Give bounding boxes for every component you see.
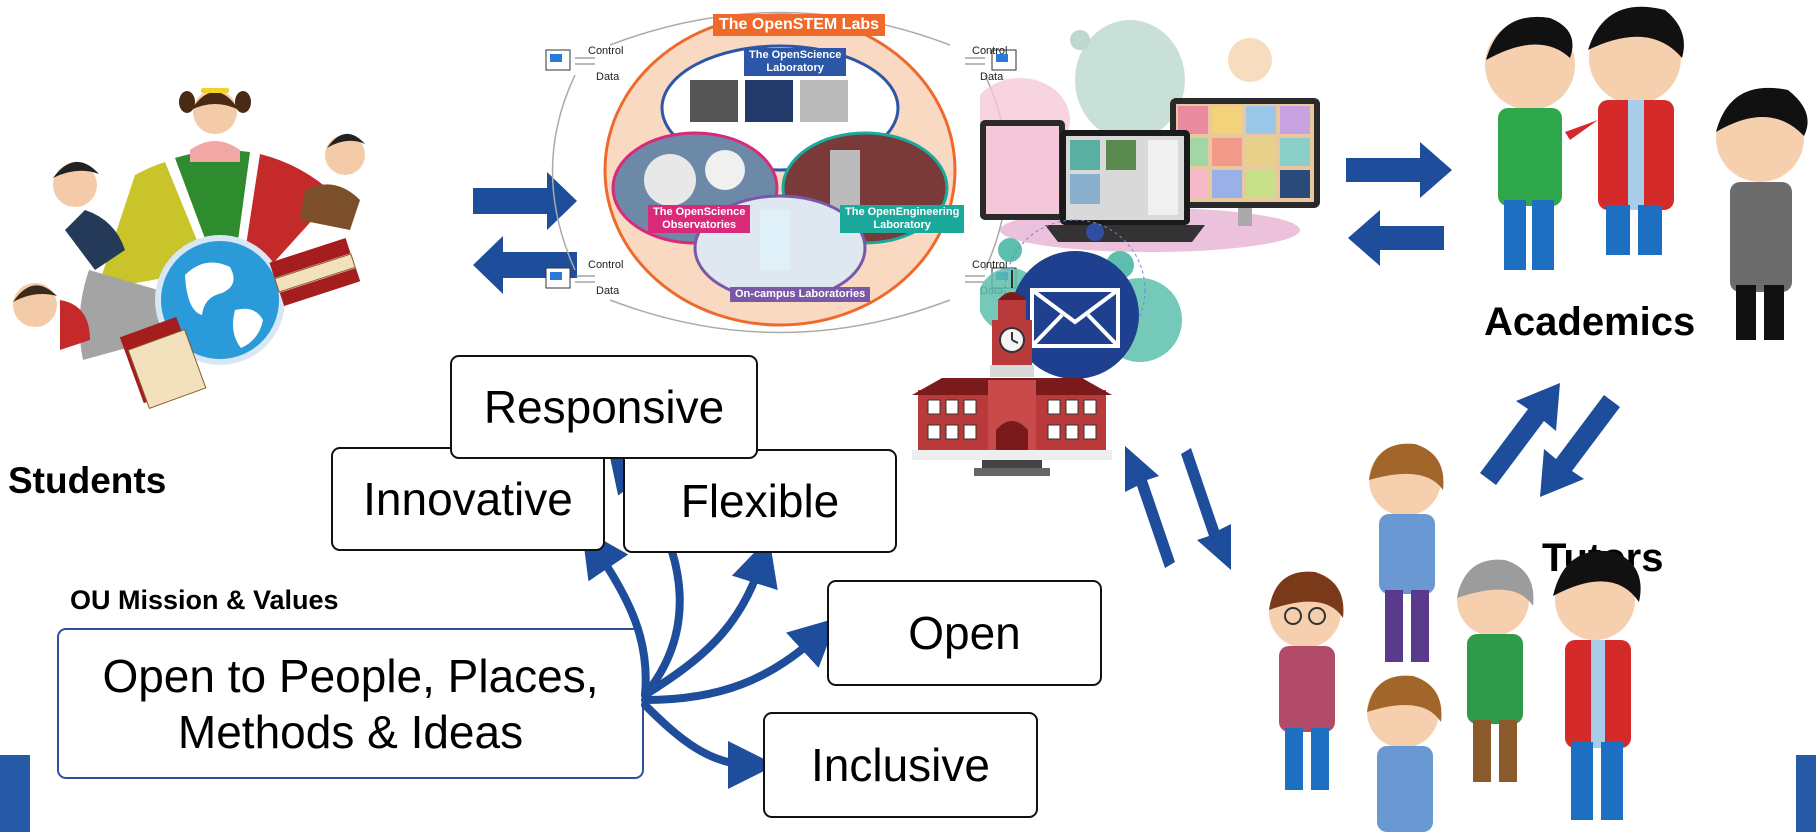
academic-figure-right xyxy=(1716,87,1808,340)
arrow-left xyxy=(473,236,577,294)
control-data-widget-tr xyxy=(965,49,1017,71)
control-data-widget-bl xyxy=(545,267,595,289)
data-label-tr: Data xyxy=(980,71,1004,83)
arrow-up xyxy=(1125,446,1175,568)
monitor-icon xyxy=(1170,98,1320,226)
control-label-bl: Control xyxy=(588,259,623,271)
academics-tutors-arrows xyxy=(1480,383,1620,497)
value-innovative: Innovative xyxy=(331,447,605,551)
labs-academics-arrows xyxy=(1346,142,1452,266)
academics-illustration xyxy=(1485,6,1808,340)
oncampus-tag: On-campus Laboratories xyxy=(730,287,871,302)
arrow-right xyxy=(1346,142,1452,198)
academics-label: Academics xyxy=(1484,300,1696,344)
student-figure-top xyxy=(179,88,251,162)
tutor-figure-bottom xyxy=(1367,675,1442,832)
student-figure-right xyxy=(300,133,365,230)
connector-inclusive xyxy=(641,701,776,789)
students-label: Students xyxy=(8,460,167,501)
students-lab-arrows xyxy=(473,172,577,294)
left-edge-bar xyxy=(0,755,30,832)
connector-open xyxy=(641,617,838,704)
data-label-bl: Data xyxy=(596,285,620,297)
control-data-widget-tl xyxy=(545,49,595,71)
ring-segment-red xyxy=(245,154,335,270)
book-stack-icon xyxy=(119,316,207,410)
mission-box: Open to People, Places, Methods & Ideas xyxy=(57,628,644,779)
laptop-icon xyxy=(1045,130,1205,242)
building-icon xyxy=(912,270,1112,476)
control-label-br: Control xyxy=(972,259,1007,271)
tutors-illustration xyxy=(1269,443,1641,832)
control-label-tl: Control xyxy=(588,45,623,57)
arrow-left xyxy=(1348,210,1444,266)
email-icon xyxy=(1011,251,1139,379)
connector-flexible xyxy=(641,537,778,699)
arrow-down xyxy=(1540,395,1620,497)
ring-segment-green xyxy=(175,150,250,252)
student-figure-left xyxy=(53,161,125,270)
academic-figure-left xyxy=(1485,16,1575,270)
building-tutors-arrows xyxy=(1125,446,1231,570)
arrow-down xyxy=(1181,448,1231,570)
arrow-right xyxy=(473,172,577,230)
mission-line-2: Methods & Ideas xyxy=(177,705,524,758)
value-responsive: Responsive xyxy=(450,355,758,459)
tutor-figure-gray xyxy=(1457,559,1534,782)
value-inclusive: Inclusive xyxy=(763,712,1038,818)
mission-heading: OU Mission & Values xyxy=(70,585,339,615)
openstem-labs-diagram: Control Data Control Data Control Data C… xyxy=(545,11,1017,334)
arrow-up xyxy=(1480,383,1560,485)
data-label-tl: Data xyxy=(596,71,620,83)
students-illustration xyxy=(13,88,365,410)
tutor-figure-left xyxy=(1269,571,1344,790)
student-figure-bottom-left xyxy=(13,283,90,350)
right-edge-bar xyxy=(1796,755,1816,832)
control-label-tr: Control xyxy=(972,45,1007,57)
openstem-title: The OpenSTEM Labs xyxy=(713,14,886,36)
tutor-figure-top xyxy=(1369,443,1444,662)
book-stack-icon xyxy=(269,238,361,307)
academic-figure-middle xyxy=(1565,6,1684,255)
mission-line-1: Open to People, Places, xyxy=(102,649,599,702)
value-flexible: Flexible xyxy=(623,449,897,553)
tutor-figure-right xyxy=(1553,550,1641,820)
value-open: Open xyxy=(827,580,1102,686)
online-devices-illustration xyxy=(980,20,1320,379)
